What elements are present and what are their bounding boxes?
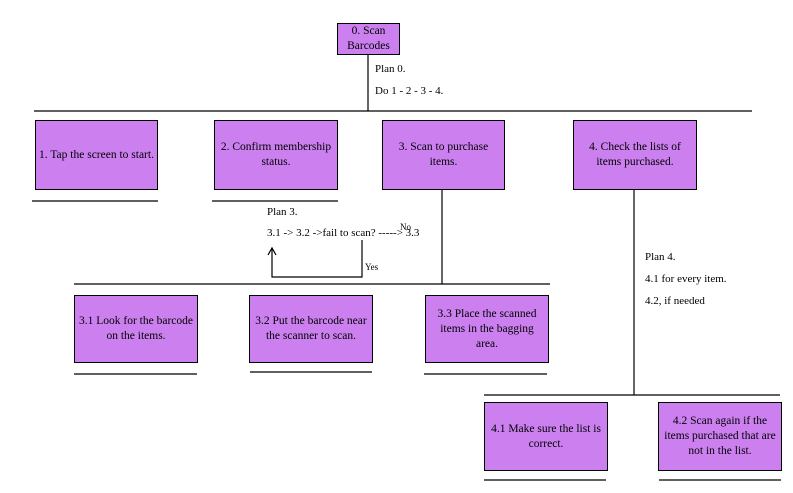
root-task-label: 0. Scan Barcodes <box>347 25 390 52</box>
task-1-box: 1. Tap the screen to start. <box>35 120 158 190</box>
plan3-no-label: No <box>400 222 411 232</box>
subtask-3-2-label: 3.2 Put the barcode near the scanner to … <box>255 315 367 342</box>
subtask-3-1-label: 3.1 Look for the barcode on the items. <box>78 315 193 342</box>
subtask-3-3-label: 3.3 Place the scanned items in the baggi… <box>437 307 537 350</box>
subtask-3-2-box: 3.2 Put the barcode near the scanner to … <box>249 295 373 363</box>
plan0-title: Plan 0. <box>375 63 406 75</box>
plan3-title: Plan 3. <box>267 206 298 218</box>
root-task-box: 0. Scan Barcodes <box>337 23 400 55</box>
plan3-yes-label: Yes <box>365 262 379 272</box>
plan0-body: Do 1 - 2 - 3 - 4. <box>375 85 444 97</box>
subtask-4-2-label: 4.2 Scan again if the items purchased th… <box>664 415 776 457</box>
task-3-box: 3. Scan to purchase items. <box>382 120 505 190</box>
plan3-body: 3.1 -> 3.2 ->fail to scan? -----> 3.3 <box>267 227 420 239</box>
subtask-4-1-box: 4.1 Make sure the list is correct. <box>484 402 608 471</box>
plan4-line2: 4.2, if needed <box>645 295 705 307</box>
task-4-label: 4. Check the lists of items purchased. <box>589 141 681 168</box>
task-1-label: 1. Tap the screen to start. <box>39 148 154 161</box>
loop-arrow <box>271 240 363 278</box>
plan4-title: Plan 4. <box>645 251 676 263</box>
subtask-3-1-box: 3.1 Look for the barcode on the items. <box>74 295 198 363</box>
task-2-box: 2. Confirm membership status. <box>214 120 338 190</box>
subtask-4-2-box: 4.2 Scan again if the items purchased th… <box>658 402 782 471</box>
subtask-3-3-box: 3.3 Place the scanned items in the baggi… <box>425 295 549 363</box>
subtask-4-1-label: 4.1 Make sure the list is correct. <box>491 422 601 450</box>
task-3-label: 3. Scan to purchase items. <box>398 141 489 168</box>
loop-arrowhead <box>267 246 277 256</box>
task-4-box: 4. Check the lists of items purchased. <box>573 120 697 190</box>
task-2-label: 2. Confirm membership status. <box>220 141 332 168</box>
plan4-line1: 4.1 for every item. <box>645 273 727 285</box>
